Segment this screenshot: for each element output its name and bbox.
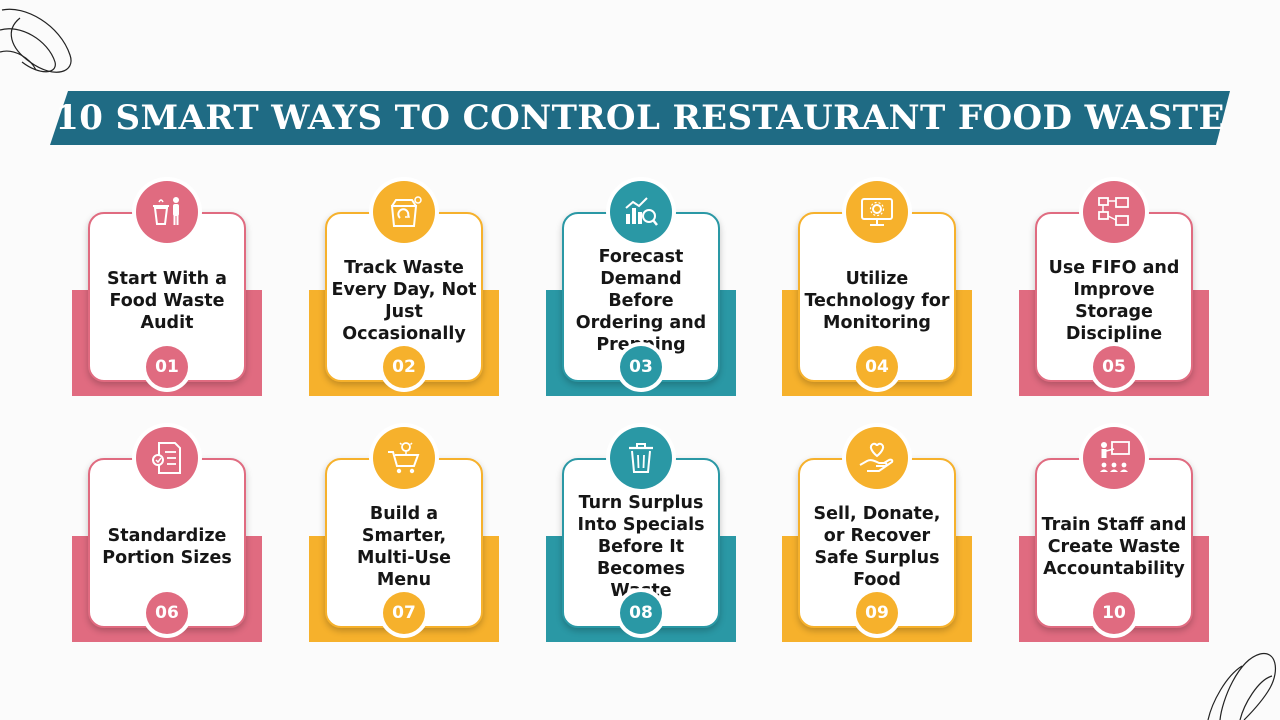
tip-card-09: Sell, Donate, or Recover Safe Surplus Fo…: [782, 427, 972, 649]
tip-card-10: Train Staff and Create Waste Accountabil…: [1019, 427, 1209, 649]
card-number: 09: [856, 592, 898, 634]
tip-card-04: Utilize Technology for Monitoring 04: [782, 181, 972, 403]
tip-card-08: Turn Surplus Into Specials Before It Bec…: [546, 427, 736, 649]
card-number: 03: [620, 346, 662, 388]
recycle-box-icon: [373, 181, 435, 243]
card-text: Track Waste Every Day, Not Just Occasion…: [331, 258, 477, 344]
tip-card-05: Use FIFO and Improve Storage Discipline …: [1019, 181, 1209, 403]
card-number: 01: [146, 346, 188, 388]
cart-idea-icon: [373, 427, 435, 489]
analytics-chart-icon: [610, 181, 672, 243]
card-number: 02: [383, 346, 425, 388]
training-presentation-icon: [1083, 427, 1145, 489]
flow-process-icon: [1083, 181, 1145, 243]
title-banner: 10 SMART WAYS TO CONTROL RESTAURANT FOOD…: [48, 89, 1232, 147]
tip-card-07: Build a Smarter, Multi-Use Menu 07: [309, 427, 499, 649]
tip-card-03: Forecast Demand Before Ordering and Prep…: [546, 181, 736, 403]
card-text: Build a Smarter, Multi-Use Menu: [357, 504, 451, 590]
card-text: Use FIFO and Improve Storage Discipline: [1048, 258, 1180, 344]
banner-shape: [50, 91, 1230, 145]
tip-card-06: Standardize Portion Sizes 06: [72, 427, 262, 649]
page-title: 10 SMART WAYS TO CONTROL RESTAURANT FOOD…: [55, 98, 1225, 138]
tip-card-02: Track Waste Every Day, Not Just Occasion…: [309, 181, 499, 403]
decorative-swirl-top-left: [0, 8, 72, 73]
card-text: Forecast Demand Before Ordering and Prep…: [575, 247, 707, 355]
card-text: Train Staff and Create Waste Accountabil…: [1041, 515, 1187, 579]
card-number: 06: [146, 592, 188, 634]
trash-can-icon: [610, 427, 672, 489]
card-number: 05: [1093, 346, 1135, 388]
card-text: Turn Surplus Into Specials Before It Bec…: [577, 493, 705, 601]
tip-card-01: Start With a Food Waste Audit 01: [72, 181, 262, 403]
card-text: Sell, Donate, or Recover Safe Surplus Fo…: [813, 504, 941, 590]
decorative-swirl-bottom-right: [1207, 652, 1277, 720]
heart-hand-icon: [846, 427, 908, 489]
card-number: 07: [383, 592, 425, 634]
card-number: 08: [620, 592, 662, 634]
waste-bin-person-icon: [136, 181, 198, 243]
card-text: Start With a Food Waste Audit: [107, 269, 227, 333]
card-text: Utilize Technology for Monitoring: [804, 269, 950, 333]
card-number: 10: [1093, 592, 1135, 634]
checklist-gear-icon: [136, 427, 198, 489]
card-number: 04: [856, 346, 898, 388]
monitor-gear-icon: [846, 181, 908, 243]
card-text: Standardize Portion Sizes: [102, 526, 232, 568]
